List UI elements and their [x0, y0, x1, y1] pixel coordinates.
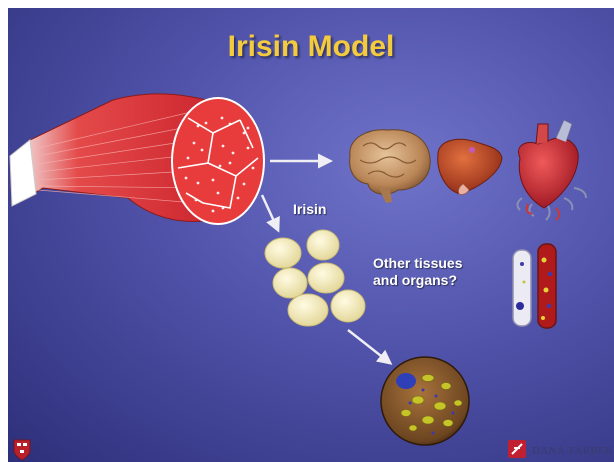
arrow-to-fat [262, 195, 278, 230]
muscle-icon [10, 94, 264, 224]
fat-cells-icon [265, 230, 365, 326]
other-tissues-line2: and organs? [373, 272, 462, 289]
cell-icon [381, 357, 469, 445]
irisin-label: Irisin [293, 201, 326, 218]
slide: Irisin Model [8, 8, 614, 462]
harvard-shield-icon [14, 440, 30, 460]
dana-farber-logo-text: DANA-FARBER [532, 445, 613, 457]
brain-icon [350, 130, 431, 203]
arrow-to-cell [348, 330, 390, 363]
blood-vessels-icon [513, 244, 556, 328]
liver-icon [438, 139, 502, 194]
heart-icon [517, 120, 586, 220]
other-tissues-label: Other tissues and organs? [373, 255, 462, 289]
other-tissues-line1: Other tissues [373, 255, 462, 272]
illustration [8, 8, 614, 462]
dana-farber-logo-icon [508, 440, 526, 458]
